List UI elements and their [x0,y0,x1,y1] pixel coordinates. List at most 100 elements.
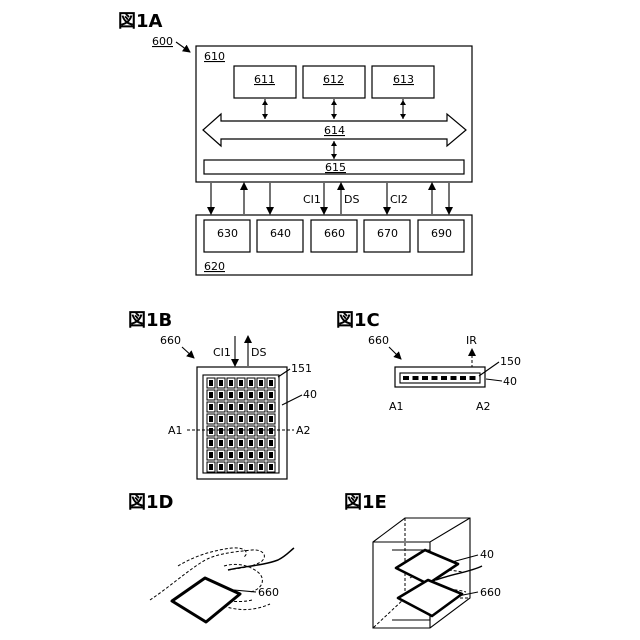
sensor-panel-1d [172,578,240,622]
figure-1d: 図1D 660 [128,492,294,622]
section-a2-label-1b: A2 [296,424,311,437]
pixel-element [229,452,233,458]
pixel-element [239,428,243,434]
sensor-cell [441,376,447,380]
pixel-element [259,404,263,410]
pixel-element [219,380,223,386]
pixel-element [259,464,263,470]
pixel-element [239,416,243,422]
pixel-element [249,392,253,398]
pixel-element [219,464,223,470]
pixel-element [259,440,263,446]
block-670-label: 670 [377,227,398,240]
pixel-element [229,428,233,434]
pixel-element [209,440,213,446]
device-660-label-1c: 660 [368,334,389,347]
figure-1a: 図1A 600 610 611 612 613 614 615 CI1 DS [118,11,472,275]
pixel-element [229,416,233,422]
pixel-element [239,452,243,458]
pixel-element [229,392,233,398]
device-600-pointer [176,42,190,52]
bar-615-label: 615 [325,161,346,174]
pixel-element [269,392,273,398]
pixel-element [229,404,233,410]
pixel-element [269,464,273,470]
pixel-element [239,440,243,446]
pixel-element [209,428,213,434]
pixel-element [259,380,263,386]
block-630-label: 630 [217,227,238,240]
sensor-cell [432,376,438,380]
panel-620-label: 620 [204,260,225,273]
signal-ds-label: DS [344,193,359,206]
pixel-element [249,440,253,446]
ref-40-leader-1e [452,555,478,562]
ref-40-label-1c: 40 [503,375,517,388]
pixel-element [219,440,223,446]
block-660-label: 660 [324,227,345,240]
pixel-element [219,392,223,398]
ref-660-label-1e: 660 [480,586,501,599]
device-660-pointer-1c [389,347,401,359]
pixel-element [249,452,253,458]
pixel-element [249,428,253,434]
section-a1-label-1c: A1 [389,400,404,413]
pixel-element [239,464,243,470]
pixel-element [219,404,223,410]
signal-ds-label-1b: DS [251,346,266,359]
pixel-element [249,416,253,422]
figure-1b: 図1B 660 CI1 DS 151 40 A1 A2 [128,310,317,479]
signal-ci2-label: CI2 [390,193,408,206]
device-660-pointer-1b [182,347,194,358]
device-660-label-1b: 660 [160,334,181,347]
pixel-element [269,440,273,446]
figure-1e-title: 図1E [344,492,387,513]
block-640-label: 640 [270,227,291,240]
section-a1-label-1b: A1 [168,424,183,437]
ref-660-label-1d: 660 [258,586,279,599]
sensor-cell [422,376,428,380]
figure-1c-title: 図1C [336,310,380,331]
pixel-element [269,416,273,422]
block-613-label: 613 [393,73,414,86]
block-690-label: 690 [431,227,452,240]
sensor-cell [413,376,419,380]
pixel-element [209,404,213,410]
pixel-element [229,464,233,470]
block-611-label: 611 [254,73,275,86]
pixel-element [269,452,273,458]
pixel-element [269,404,273,410]
sensor-cell [460,376,466,380]
pixel-element [209,464,213,470]
pixel-element [219,428,223,434]
signal-ci1-label-1b: CI1 [213,346,231,359]
ref-150-label: 150 [500,355,521,368]
pixel-element [209,380,213,386]
signal-ci1-label: CI1 [303,193,321,206]
pixel-element [219,452,223,458]
device-600-label: 600 [152,35,173,48]
ref-40-label-1b: 40 [303,388,317,401]
panel-610-label: 610 [204,50,225,63]
pixel-element [249,464,253,470]
pixel-element [209,452,213,458]
ref-151-label: 151 [291,362,312,375]
ref-40-label-1e: 40 [480,548,494,561]
pixel-element [259,452,263,458]
sensor-cell [470,376,476,380]
ir-label: IR [466,334,477,347]
pixel-element [219,416,223,422]
pixel-element [239,392,243,398]
pixel-element [259,392,263,398]
figure-1b-title: 図1B [128,310,172,331]
pixel-element [249,404,253,410]
pixel-element [229,440,233,446]
figure-1e: 図1E 40 660 [344,492,501,628]
pixel-element [239,380,243,386]
bus-614-label: 614 [324,124,345,137]
figure-1a-title: 図1A [118,11,163,32]
pixel-element [209,416,213,422]
block-612-label: 612 [323,73,344,86]
ref-40-leader-1c [486,379,502,381]
